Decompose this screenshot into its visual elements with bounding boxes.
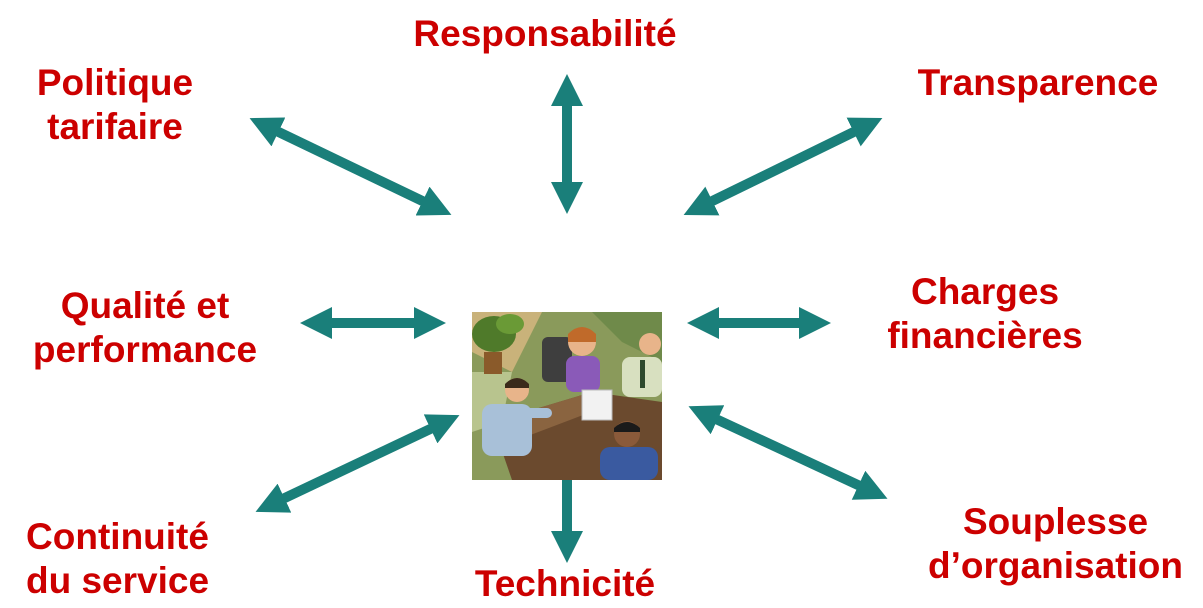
node-charges-line-2: financières bbox=[887, 315, 1083, 356]
arrow-souplesse bbox=[688, 405, 888, 500]
node-qualite-line-2: performance bbox=[32, 329, 258, 370]
node-souplesse-line-1: Souplesse bbox=[962, 501, 1149, 542]
node-responsabilite-line-1: Responsabilité bbox=[413, 13, 677, 54]
node-souplesse-line-2: d’organisation bbox=[928, 545, 1183, 586]
node-transparence-line-1: Transparence bbox=[917, 62, 1159, 103]
node-politique-line-2: tarifaire bbox=[47, 106, 183, 147]
node-continuite-line-1: Continuité bbox=[26, 516, 209, 557]
node-charges-line-1: Charges bbox=[910, 271, 1060, 312]
node-politique-tarifaire: Politique tarifaire bbox=[10, 61, 220, 149]
node-continuite-service: Continuité du service bbox=[5, 515, 230, 603]
node-qualite-line-1: Qualité et bbox=[60, 285, 230, 326]
node-politique-line-1: Politique bbox=[36, 62, 194, 103]
node-responsabilite: Responsabilité bbox=[395, 12, 695, 56]
node-souplesse-organisation: Souplesse d’organisation bbox=[918, 500, 1193, 588]
node-transparence: Transparence bbox=[888, 61, 1188, 105]
arrow-continuite bbox=[255, 414, 460, 513]
arrow-politique bbox=[249, 117, 452, 216]
node-charges-financieres: Charges financières bbox=[860, 270, 1110, 358]
node-qualite-performance: Qualité et performance bbox=[10, 284, 280, 372]
node-technicite-line-1: Technicité bbox=[474, 563, 656, 604]
node-continuite-line-2: du service bbox=[25, 560, 210, 601]
meeting-clipart bbox=[472, 312, 662, 480]
arrow-transparence bbox=[683, 117, 883, 216]
node-technicite: Technicité bbox=[440, 562, 690, 606]
